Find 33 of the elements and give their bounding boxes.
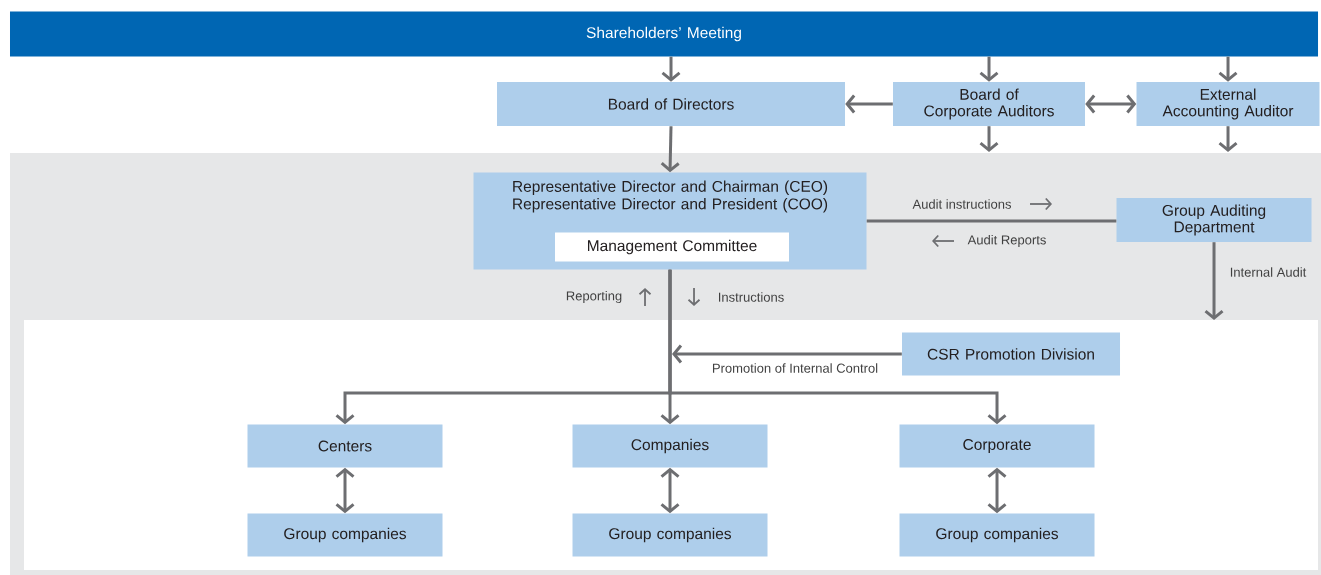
org-box: Board of Directors [497,82,845,126]
edge-label: Internal Audit [1230,267,1307,277]
org-box: Group Auditing Department [1116,198,1312,242]
flow-label: Audit Reports [967,234,1046,248]
meeting-band: Shareholders’ Meeting [10,11,1318,57]
org-box: External Accounting Auditor [1136,82,1320,126]
connector-arrow [845,94,893,114]
flow-label: Instructions [719,292,784,302]
connector-arrow [1218,126,1238,152]
org-box: Centers [247,424,443,468]
org-box: Companies [572,424,768,468]
connector-arrow [1085,94,1137,114]
org-box: Group companies [247,513,443,557]
committee-box: Management Committee [555,232,789,262]
org-box: Board of Corporate Auditors [893,82,1085,126]
org-box: Corporate [899,424,1095,468]
org-box: Group companies [572,513,768,557]
connector-arrow [672,344,902,364]
connector-arrow [1218,56,1238,82]
connector-arrow [335,467,355,514]
connector-arrow [660,126,680,173]
org-box: CSR Promotion Division [902,332,1120,376]
connector-arrow [979,56,999,82]
flow-label: Audit instructions [912,199,1012,209]
edge-label: Promotion of Internal Control [713,363,878,373]
connector-arrow [660,467,680,514]
flow-label: Reporting [566,290,622,304]
connector-arrow [668,269,1007,425]
connector-arrow [987,467,1007,514]
org-box: Group companies [899,513,1095,557]
connector-arrow [979,126,999,152]
connector-arrow [1204,242,1224,320]
connector-arrow [661,56,681,82]
